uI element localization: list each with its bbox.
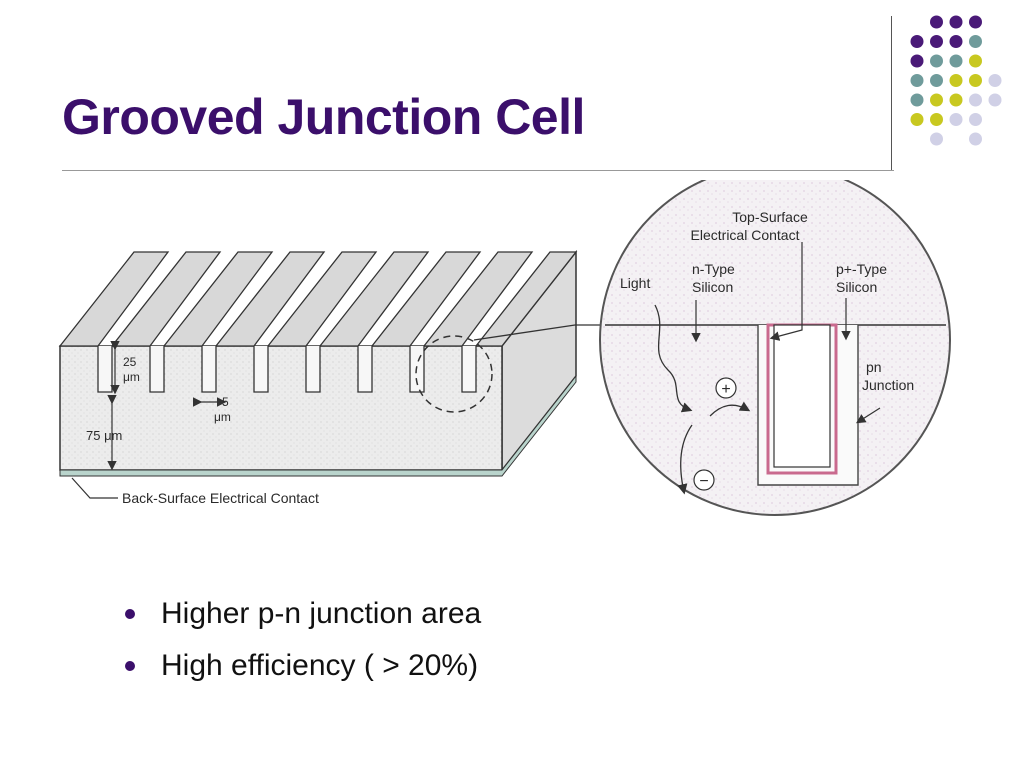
vertical-divider xyxy=(891,16,892,171)
light-path xyxy=(654,304,693,413)
bullet-text: High efficiency ( > 20%) xyxy=(161,649,479,682)
decorative-dot xyxy=(949,15,963,29)
decorative-dot xyxy=(969,15,982,29)
slide-title: Grooved Junction Cell xyxy=(62,89,585,145)
back-contact-strip xyxy=(59,374,577,477)
decorative-dot xyxy=(949,54,963,68)
groove-ridges xyxy=(58,251,578,347)
electron-path xyxy=(677,424,693,495)
decorative-dot xyxy=(969,93,982,107)
back-contact-label: Back-Surface Electrical Contact xyxy=(122,490,319,506)
n-type-label-line1: n-Type xyxy=(692,261,735,277)
decorative-dot xyxy=(969,74,982,87)
decorative-dot xyxy=(969,132,982,146)
pn-leader xyxy=(855,407,881,424)
decorative-dot xyxy=(910,35,924,48)
groove-depth-unit: μm xyxy=(123,370,140,384)
hole-symbol: + xyxy=(721,381,730,398)
decorative-dot xyxy=(910,113,924,126)
decorative-dot xyxy=(930,74,943,87)
electron-circle xyxy=(693,469,715,491)
block-front-face xyxy=(59,345,503,471)
decorative-dot xyxy=(930,15,943,29)
decorative-dot xyxy=(930,35,943,48)
decorative-dot xyxy=(910,54,924,68)
pn-label-line2: Junction xyxy=(862,377,914,393)
decorative-dot xyxy=(949,113,963,126)
top-contact-label-line1: Top-Surface xyxy=(732,209,808,225)
electron-symbol: − xyxy=(699,473,708,490)
decorative-dot xyxy=(930,54,943,68)
decorative-dot xyxy=(910,74,924,87)
bullet-text: Higher p-n junction area xyxy=(161,597,482,630)
decorative-dot xyxy=(930,132,943,146)
decorative-dot xyxy=(949,93,963,107)
thickness-label: 75 μm xyxy=(86,428,122,443)
light-label: Light xyxy=(620,275,650,291)
p-type-label-line2: Silicon xyxy=(836,279,877,295)
bullet-item: Higher p-n junction area xyxy=(125,588,481,640)
decorative-dot xyxy=(969,54,982,68)
decorative-dot xyxy=(969,35,982,48)
decorative-dot xyxy=(969,113,982,126)
bullet-dot-icon xyxy=(125,609,135,619)
decorative-dot xyxy=(949,35,963,48)
groove-width-unit: μm xyxy=(214,410,231,424)
decorative-dot xyxy=(930,93,943,107)
n-type-label-line2: Silicon xyxy=(692,279,733,295)
hole-circle xyxy=(715,377,737,399)
top-contact-leader xyxy=(769,242,803,341)
detail-callout-circle xyxy=(415,335,493,413)
decorative-dot xyxy=(988,74,1002,87)
groove-width-value: 5 xyxy=(222,395,229,409)
decorative-dot xyxy=(949,74,963,87)
p-type-label-line1: p+-Type xyxy=(836,261,887,277)
grooved-cell-diagram: 25 μm 5 μm 75 μm Back-Surface Electrical… xyxy=(58,180,951,516)
decorative-dot xyxy=(910,93,924,107)
decorative-dot xyxy=(930,113,943,126)
back-contact-leader xyxy=(71,477,118,499)
pn-label-line1: pn xyxy=(866,359,882,375)
groove-cuts xyxy=(97,346,477,393)
groove-depth-value: 25 xyxy=(123,355,137,369)
top-contact-label-line2: Electrical Contact xyxy=(691,227,800,243)
decorative-dot xyxy=(988,93,1002,107)
horizontal-divider xyxy=(62,170,894,171)
hole-path xyxy=(709,401,751,417)
bullet-dot-icon xyxy=(125,661,135,671)
detail-groove xyxy=(773,324,831,468)
bullet-list: Higher p-n junction area High efficiency… xyxy=(125,588,481,692)
bullet-item: High efficiency ( > 20%) xyxy=(125,640,481,692)
